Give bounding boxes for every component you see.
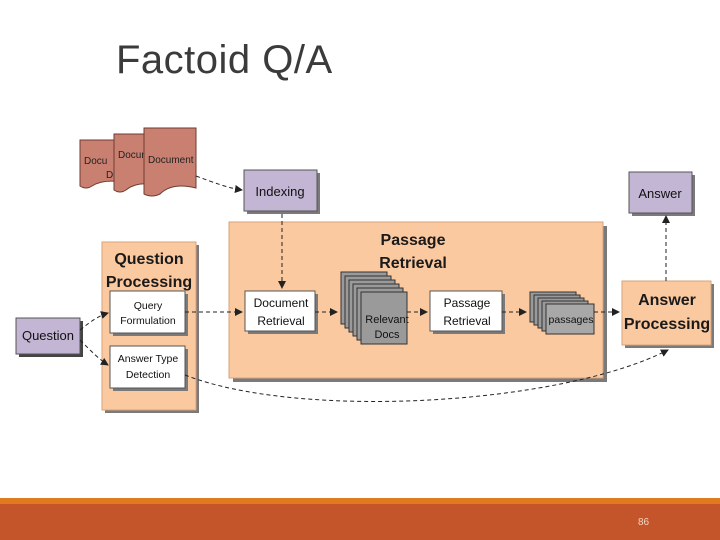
document-retrieval-label-line2: Retrieval [257,314,304,328]
document-stack-icon: Docu D Docum Document [79,127,197,197]
question-processing-title: Question [114,251,183,268]
passages-stack: passages [529,291,595,335]
passage-retrieval-title-line2: Retrieval [379,255,447,272]
footer-accent-line [0,498,720,504]
flow-arrows [79,175,670,402]
relevant-docs-label: Relevant [365,314,408,326]
arrow-answer-type-detection-to-answer-processing [184,349,669,402]
question-box: Question [15,317,83,357]
query-formulation-label: Query [134,300,163,312]
answer-label: Answer [638,186,682,201]
document-label-1-line2: D [106,170,113,181]
document-retrieval-label: Document [254,296,309,310]
answer-type-detection-label: Answer Type [118,353,179,365]
answer-type-detection-box: Answer Type Detection [109,345,188,391]
passages-label: passages [549,314,594,326]
arrow-documents-to-indexing [195,175,243,193]
footer-bar [0,504,720,540]
arrow-question-to-query-formulation [79,311,109,331]
answer-box: Answer [628,171,695,216]
passage-retrieval-box: Passage Retrieval [429,290,505,334]
answer-type-detection-label-line2: Detection [126,369,171,381]
relevant-docs-label-line2: Docs [374,329,400,341]
answer-processing-box: Answer Processing [621,280,714,348]
passage-retrieval-box-label: Passage [444,296,491,310]
query-formulation-label-line2: Formulation [120,315,176,327]
answer-processing-title: Answer [638,292,696,309]
indexing-box: Indexing [243,169,320,214]
document-retrieval-box: Document Retrieval [244,290,318,334]
slide-title: Factoid Q/A [116,38,333,82]
relevant-docs-stack: Relevant Docs [340,271,409,345]
question-label: Question [22,328,74,343]
question-processing-title-line2: Processing [106,274,192,291]
query-formulation-box: Query Formulation [109,290,188,336]
document-label-2: Docum [118,150,150,161]
page-number: 86 [638,517,650,528]
passage-retrieval-title: Passage [381,232,446,249]
document-label-3: Document [148,155,194,166]
document-label-1: Docu [84,156,107,167]
arrow-question-to-answer-type-detection [79,339,109,366]
indexing-label: Indexing [255,184,304,199]
answer-processing-title-line2: Processing [624,316,710,333]
passage-retrieval-box-label-line2: Retrieval [443,314,490,328]
